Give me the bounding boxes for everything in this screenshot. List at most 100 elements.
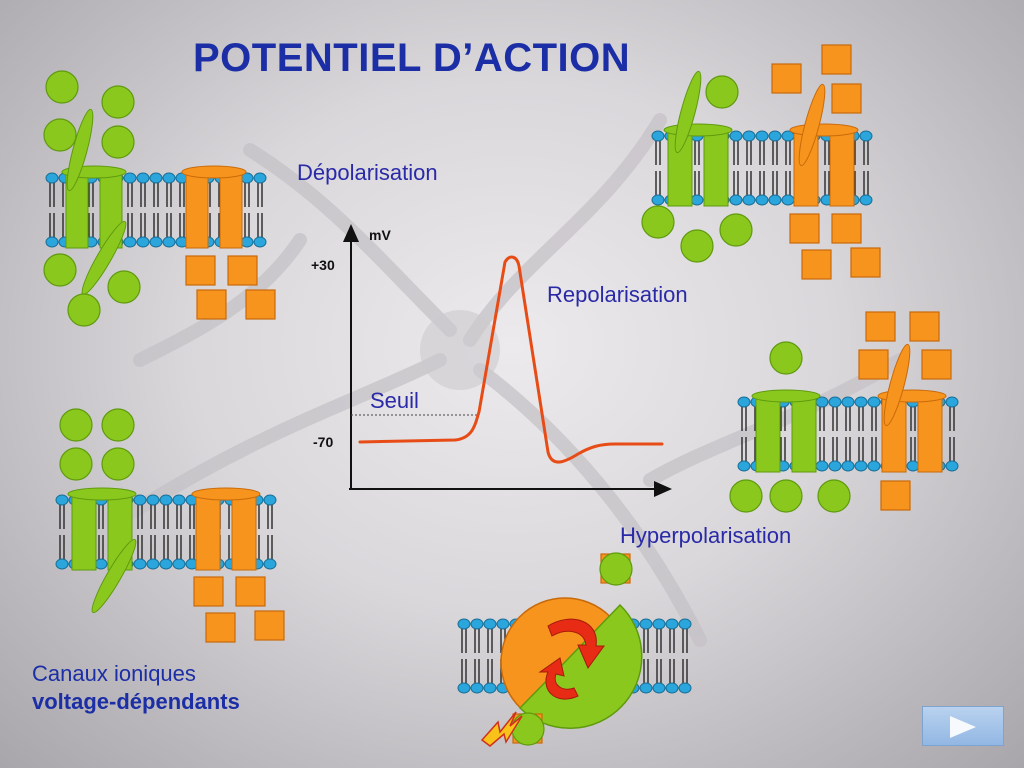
next-slide-button[interactable]	[922, 706, 1004, 746]
lipid-head	[483, 618, 497, 630]
lipid-head	[737, 460, 751, 472]
channel-gate	[674, 70, 702, 154]
lipid-head	[94, 558, 108, 570]
lipid-head	[263, 494, 277, 506]
threshold-label: Seuil	[370, 388, 419, 413]
lipid-head	[253, 236, 267, 248]
lipid-head	[159, 558, 173, 570]
lipid-head	[755, 130, 769, 142]
lipid-head	[841, 460, 855, 472]
lipid-head	[496, 618, 510, 630]
lipid-head	[457, 618, 471, 630]
channel-rim	[67, 487, 137, 501]
lipid-head	[136, 236, 150, 248]
action-potential-curve	[358, 255, 664, 464]
sodium-ion	[196, 289, 227, 320]
sodium-ion	[227, 255, 258, 286]
lipid-head	[123, 236, 137, 248]
channel-rim	[663, 123, 733, 137]
potassium-ion	[101, 125, 135, 159]
lipid-head	[149, 236, 163, 248]
potassium-ion	[59, 408, 93, 442]
lipid-head	[651, 194, 665, 206]
ion-channel	[67, 487, 137, 571]
lipid-head	[781, 194, 795, 206]
lipid-head	[55, 558, 69, 570]
lipid-head	[639, 618, 653, 630]
potassium-ion	[705, 75, 739, 109]
ion-channel	[663, 123, 733, 207]
lipid-head	[146, 494, 160, 506]
lipid-head	[945, 460, 959, 472]
lipid-head	[906, 460, 920, 472]
ion-channel	[181, 165, 247, 249]
potassium-ion	[769, 479, 803, 513]
channel-subunit	[791, 395, 817, 473]
potassium-ion	[45, 70, 79, 104]
sodium-ion	[771, 63, 802, 94]
potassium-ion	[511, 712, 545, 746]
potassium-ion	[817, 479, 851, 513]
sodium-ion	[245, 289, 276, 320]
lipid-head	[678, 618, 692, 630]
sodium-ion	[921, 349, 952, 380]
channel-gate	[883, 343, 911, 427]
potassium-ion	[641, 205, 675, 239]
lipid-head	[945, 396, 959, 408]
lipid-head	[652, 682, 666, 694]
ion-channel	[751, 389, 821, 473]
lipid-head	[123, 172, 137, 184]
channel-subunit	[185, 171, 209, 249]
channel-subunit	[703, 129, 729, 207]
lipid-head	[162, 236, 176, 248]
lipid-head	[768, 194, 782, 206]
lipid-head	[828, 396, 842, 408]
lipid-head	[755, 194, 769, 206]
channel-rim	[191, 487, 261, 501]
potassium-ion	[769, 341, 803, 375]
channel-subunit	[829, 129, 855, 207]
potassium-ion	[43, 118, 77, 152]
ion-channel	[191, 487, 261, 571]
lipid-head	[854, 460, 868, 472]
lipid-head	[45, 236, 59, 248]
lipid-head	[737, 396, 751, 408]
potassium-ion	[101, 408, 135, 442]
y-unit-label: mV	[369, 227, 391, 243]
sodium-ion	[193, 576, 224, 607]
lipid-head	[867, 460, 881, 472]
lipid-head	[859, 194, 873, 206]
channel-subunit	[755, 395, 781, 473]
lipid-head	[729, 194, 743, 206]
lipid-head	[263, 558, 277, 570]
sodium-ion	[801, 249, 832, 280]
lipid-head	[133, 558, 147, 570]
potassium-ion	[729, 479, 763, 513]
caption-line-2: voltage-dépendants	[32, 689, 240, 714]
sodium-ion	[821, 44, 852, 75]
lipid-head	[159, 494, 173, 506]
channel-subunit	[71, 493, 97, 571]
lipid-head	[162, 172, 176, 184]
lipid-head	[172, 494, 186, 506]
lipid-head	[240, 236, 254, 248]
sodium-ion	[909, 311, 940, 342]
lipid-head	[665, 618, 679, 630]
ion-channel	[877, 389, 947, 473]
potassium-ion	[719, 213, 753, 247]
sodium-potassium-pump	[500, 597, 643, 730]
channel-subunit	[667, 129, 693, 207]
sodium-ion	[865, 311, 896, 342]
potassium-ion	[43, 253, 77, 287]
repolarisation-label: Repolarisation	[547, 282, 688, 307]
lipid-head	[133, 494, 147, 506]
lipid-head	[729, 130, 743, 142]
lipid-head	[172, 558, 186, 570]
potassium-ion	[101, 447, 135, 481]
lipid-head	[854, 396, 868, 408]
potassium-ion	[101, 85, 135, 119]
potassium-ion	[67, 293, 101, 327]
rotation-arrow-icon	[538, 657, 579, 700]
depolarisation-label: Dépolarisation	[297, 160, 438, 185]
